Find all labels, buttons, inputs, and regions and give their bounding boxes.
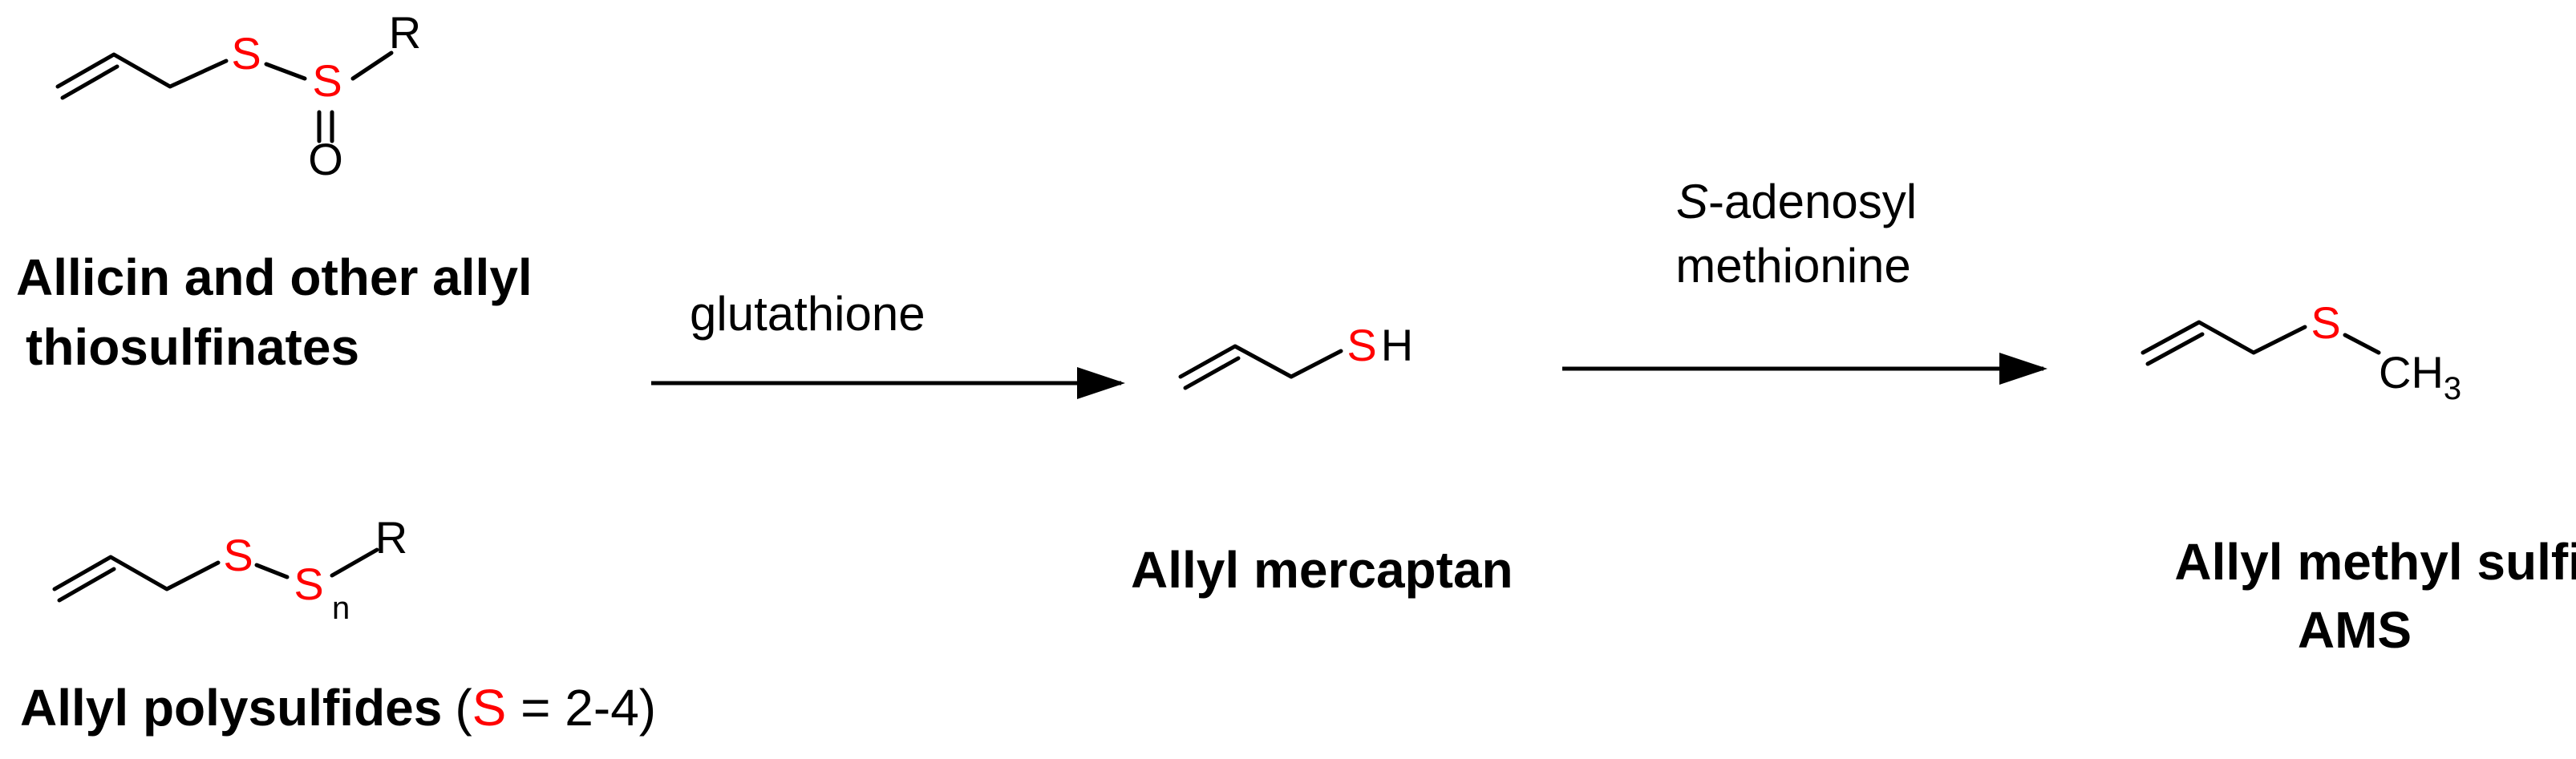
ams-sulfur: S	[2311, 297, 2340, 348]
reagent-sam-line2: methionine	[1675, 239, 1911, 293]
allicin-structure: S S R O	[55, 7, 421, 184]
ams-label-line1: Allyl methyl sulfide	[2174, 533, 2576, 591]
polysulfide-label-paren: (	[455, 679, 472, 737]
mercaptan-label: Allyl mercaptan	[1131, 541, 1513, 599]
polysulfide-label-name: Allyl polysulfides	[20, 679, 442, 737]
allicin-label-line2: thiosulfinates	[26, 318, 359, 376]
allicin-oxygen: O	[308, 134, 343, 184]
polysulfide-label: Allyl polysulfides(S = 2-4)	[20, 679, 656, 737]
polysulfide-sulfur-n: S	[294, 559, 323, 609]
polysulfide-subscript-n: n	[332, 591, 350, 626]
polysulfide-label-range: = 2-4)	[506, 679, 656, 737]
reagent-sam-line1: S-adenosyl	[1676, 175, 1917, 228]
polysulfide-r-group: R	[375, 512, 407, 563]
ams-methyl-subscript-3: 3	[2444, 371, 2461, 406]
allicin-sulfur-2: S	[312, 55, 342, 106]
allicin-label-line1: Allicin and other allyl	[16, 248, 533, 306]
ams-methyl-ch: CH	[2379, 347, 2444, 398]
polysulfide-sulfur-1: S	[223, 530, 253, 580]
allicin-r-group: R	[389, 7, 421, 58]
polysulfide-structure: S S n R	[52, 512, 407, 626]
reagent-glutathione: glutathione	[690, 287, 925, 341]
polysulfide-label-sulfur: S	[472, 679, 507, 737]
ams-methyl: CH3	[2379, 347, 2461, 406]
mercaptan-sulfur: S	[1347, 320, 1376, 370]
ams-label-line2: AMS	[2298, 601, 2412, 659]
reagent-sam-italic-s: S	[1676, 175, 1708, 228]
allicin-sulfur-1: S	[231, 28, 261, 79]
ams-structure: S CH3	[2141, 297, 2461, 406]
reagent-sam-adenosyl: -adenosyl	[1708, 175, 1917, 228]
mercaptan-hydrogen: H	[1381, 320, 1413, 370]
mercaptan-structure: S H	[1178, 320, 1413, 390]
